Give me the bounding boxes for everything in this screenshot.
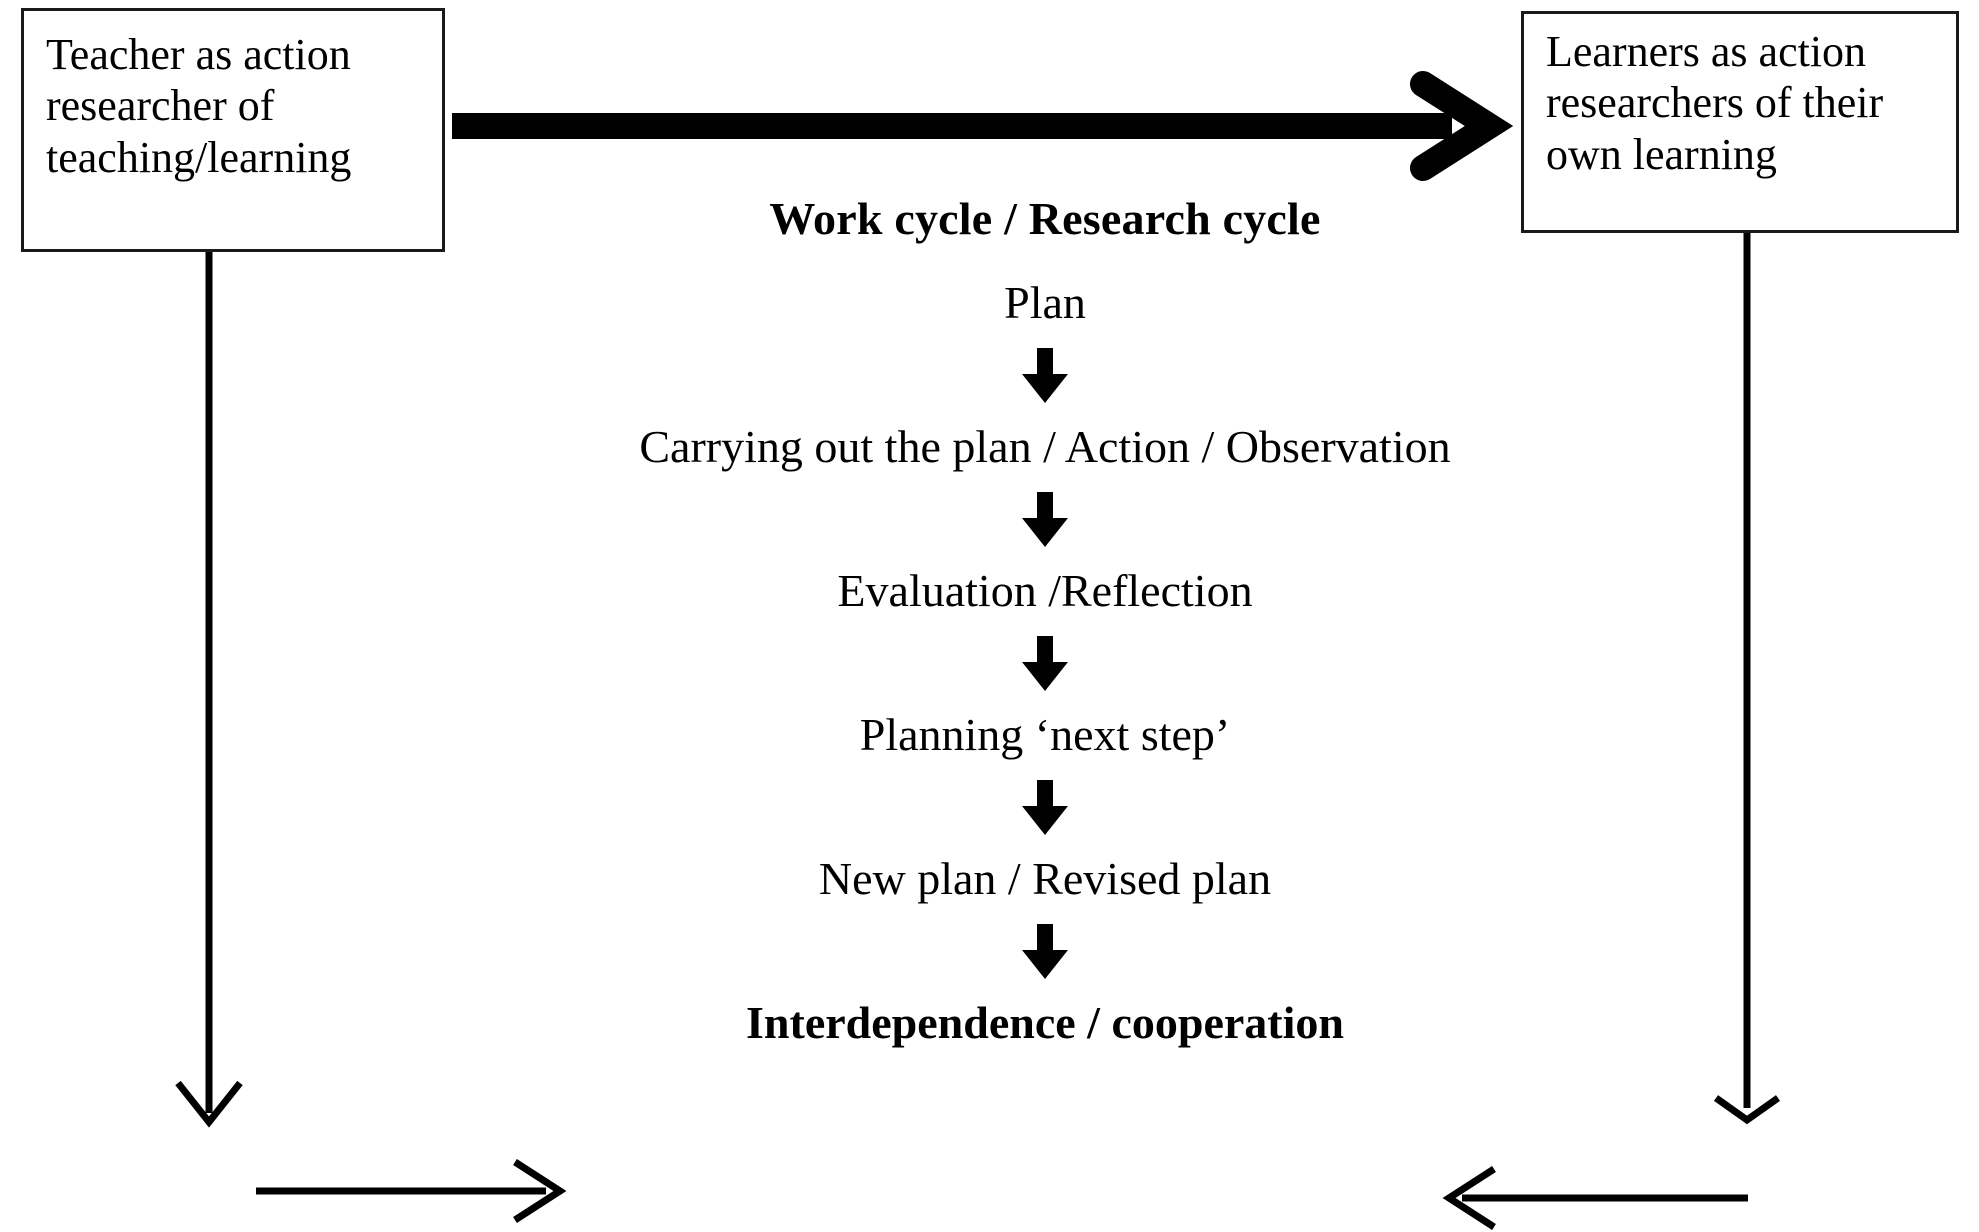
- role-box-learners-line-2: researchers of their: [1546, 78, 1884, 128]
- down-arrow-icon: [470, 348, 1620, 404]
- down-arrow-icon: [470, 924, 1620, 980]
- teacher-to-learners-arrow: [452, 71, 1514, 181]
- role-box-learners: Learners as action researchers of their …: [1521, 11, 1959, 233]
- teacher-down-arrow: [175, 252, 243, 1128]
- work-cycle-column: Work cycle / Research cycle Plan Carryin…: [470, 196, 1620, 1046]
- role-box-teacher: Teacher as action researcher of teaching…: [21, 8, 445, 252]
- cycle-title: Work cycle / Research cycle: [769, 193, 1321, 244]
- cycle-step-next-step: Planning ‘next step’: [859, 709, 1231, 760]
- role-box-learners-line-1: Learners as action: [1546, 27, 1867, 76]
- role-box-teacher-line-3: teaching/learning: [46, 132, 352, 182]
- role-box-teacher-line-2: researcher of: [46, 81, 275, 131]
- cycle-step-new-plan: New plan / Revised plan: [818, 853, 1272, 904]
- down-arrow-icon: [470, 636, 1620, 692]
- learners-down-arrow: [1713, 233, 1781, 1125]
- down-arrow-icon: [470, 492, 1620, 548]
- left-to-center-arrow: [256, 1159, 567, 1223]
- role-box-learners-line-3: own learning: [1546, 129, 1777, 179]
- role-box-teacher-line-1: Teacher as action: [46, 30, 351, 79]
- right-to-center-arrow: [1442, 1166, 1748, 1230]
- down-arrow-icon: [470, 780, 1620, 836]
- final-statement: Interdependence / cooperation: [746, 997, 1344, 1048]
- cycle-step-plan: Plan: [1004, 277, 1086, 328]
- cycle-step-action: Carrying out the plan / Action / Observa…: [639, 421, 1451, 472]
- cycle-step-evaluation: Evaluation /Reflection: [837, 565, 1253, 616]
